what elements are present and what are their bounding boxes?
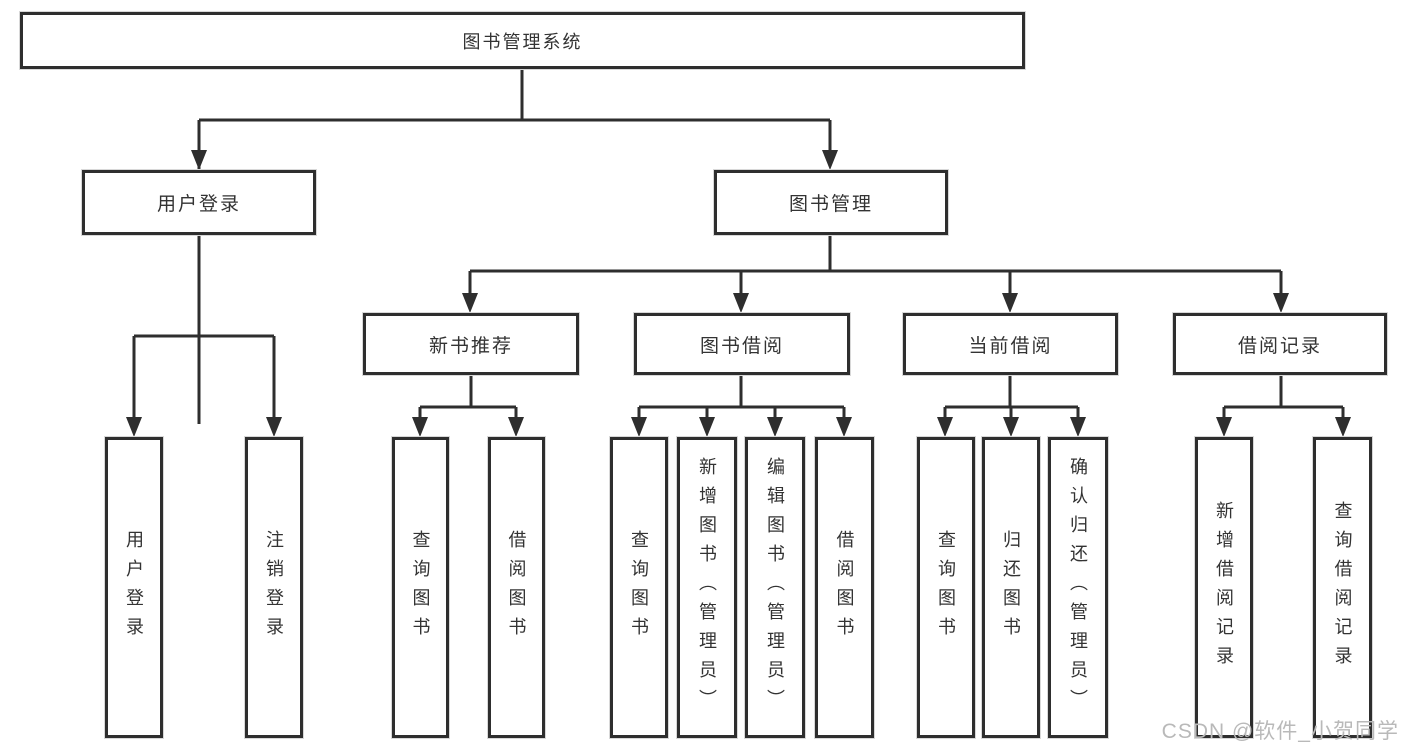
leaf-query-books-borrowing: 查询图书 <box>610 437 668 738</box>
leaf-label: 借阅图书 <box>506 529 527 646</box>
leaf-query-books-current: 查询图书 <box>917 437 975 738</box>
arrow-down-icon <box>1216 417 1232 437</box>
arrow-down-icon <box>822 150 838 170</box>
csdn-watermark: CSDN @软件_小贺同学 <box>1161 720 1399 743</box>
connector-current-to-leaves <box>943 375 1080 424</box>
arrow-down-icon <box>1335 417 1351 437</box>
leaf-query-books-recommend: 查询图书 <box>392 437 449 738</box>
leaf-add-books-admin: 新增图书（管理员） <box>677 437 737 738</box>
arrow-down-icon <box>836 417 852 437</box>
leaf-label: 新增借阅记录 <box>1214 500 1234 675</box>
leaf-logout: 注销登录 <box>245 437 303 738</box>
node-new-book-recommend: 新书推荐 <box>363 313 579 375</box>
leaf-label: 查询图书 <box>629 529 649 646</box>
leaf-add-borrow-record: 新增借阅记录 <box>1195 437 1253 738</box>
connector-borrow-to-leaves <box>637 375 846 424</box>
node-current-borrowing: 当前借阅 <box>903 313 1118 375</box>
arrow-down-icons <box>126 150 1351 437</box>
node-borrowing-records: 借阅记录 <box>1173 313 1387 375</box>
node-library-system: 图书管理系统 <box>20 12 1025 69</box>
leaf-confirm-return-admin: 确认归还（管理员） <box>1048 437 1108 738</box>
node-book-borrowing: 图书借阅 <box>634 313 850 375</box>
leaf-label: 编辑图书（管理员） <box>765 457 785 718</box>
leaf-edit-books-admin: 编辑图书（管理员） <box>745 437 805 738</box>
connector-userlogin-to-leaves <box>132 234 276 424</box>
leaf-label: 确认归还（管理员） <box>1068 457 1088 718</box>
arrow-down-icon <box>699 417 715 437</box>
leaf-label: 查询借阅记录 <box>1332 500 1353 675</box>
arrow-down-icon <box>1003 417 1019 437</box>
leaf-borrow-books: 借阅图书 <box>815 437 874 738</box>
arrow-down-icon <box>1273 293 1289 313</box>
connector-records-to-leaves <box>1222 375 1345 424</box>
leaf-label: 新增图书（管理员） <box>697 457 717 718</box>
arrow-down-icon <box>937 417 953 437</box>
arrow-down-icon <box>266 417 282 437</box>
node-user-login: 用户登录 <box>82 170 316 235</box>
arrow-down-icon <box>508 417 524 437</box>
leaf-label: 查询图书 <box>410 529 431 646</box>
leaf-borrow-books-recommend: 借阅图书 <box>488 437 545 738</box>
arrow-down-icon <box>191 150 207 170</box>
arrow-down-icon <box>462 293 478 313</box>
arrow-down-icon <box>1070 417 1086 437</box>
leaf-label: 借阅图书 <box>834 529 855 646</box>
leaf-query-borrow-record: 查询借阅记录 <box>1313 437 1372 738</box>
leaf-label: 查询图书 <box>936 529 956 646</box>
leaf-user-login: 用户登录 <box>105 437 163 738</box>
arrow-down-icon <box>126 417 142 437</box>
arrow-down-icon <box>1002 293 1018 313</box>
connector-newrec-to-leaves <box>418 375 518 424</box>
arrow-down-icon <box>631 417 647 437</box>
leaf-label: 归还图书 <box>1001 529 1021 646</box>
arrow-down-icon <box>733 293 749 313</box>
leaf-label: 注销登录 <box>264 529 284 646</box>
arrow-down-icon <box>767 417 783 437</box>
leaf-return-books: 归还图书 <box>982 437 1040 738</box>
node-book-management: 图书管理 <box>714 170 948 235</box>
leaf-label: 用户登录 <box>124 529 144 646</box>
connector-bookmgmt-to-level3 <box>468 234 1283 300</box>
connector-root-to-level2 <box>197 68 832 424</box>
arrow-down-icon <box>412 417 428 437</box>
